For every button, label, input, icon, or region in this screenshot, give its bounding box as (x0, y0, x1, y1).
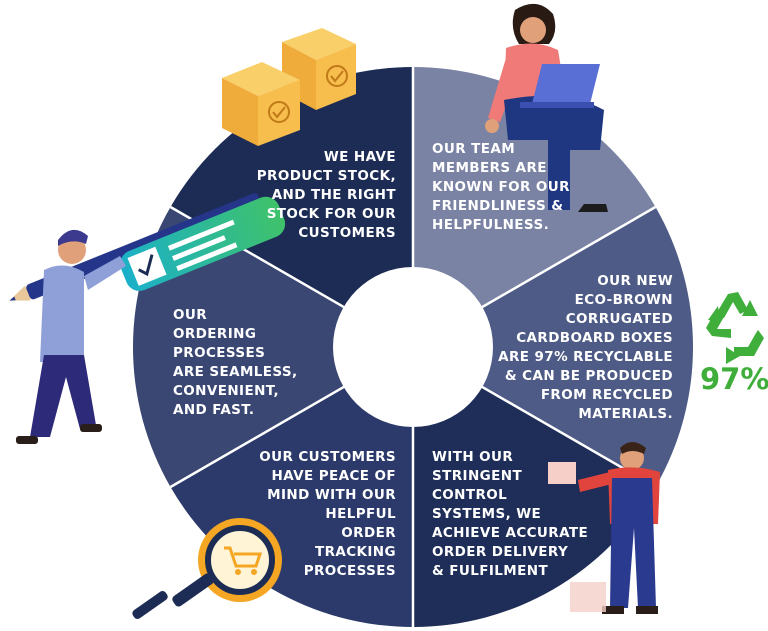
delivery-man-illustration (548, 442, 660, 614)
segment-ordering (132, 207, 413, 487)
recycle-percent: 97% (700, 362, 768, 396)
wheel-center (333, 267, 493, 427)
man-with-pencil-illustration (9, 193, 286, 444)
segment-eco-boxes (413, 207, 694, 487)
segment-product-stock (170, 67, 413, 347)
segment-text-ordering: OUR ORDERING PROCESSES ARE SEAMLESS, CON… (173, 307, 298, 418)
woman-with-laptop-illustration (485, 3, 608, 212)
segment-text-eco-boxes: OUR NEW ECO-BROWN CORRUGATED CARDBOARD B… (498, 273, 673, 422)
magnifier-cart-icon (132, 518, 282, 619)
segment-text-tracking: OUR CUSTOMERS HAVE PEACE OF MIND WITH OU… (259, 449, 396, 579)
segment-text-team-members: OUR TEAM MEMBERS ARE KNOWN FOR OUR FRIEN… (432, 141, 570, 233)
segment-text-control-systems: WITH OUR STRINGENT CONTROL SYSTEMS, WE A… (432, 449, 589, 579)
cardboard-boxes-icon (222, 28, 356, 146)
recycle-icon (706, 292, 764, 364)
segment-text-product-stock: WE HAVE PRODUCT STOCK, AND THE RIGHT STO… (256, 149, 396, 241)
segment-control-systems (413, 347, 656, 627)
